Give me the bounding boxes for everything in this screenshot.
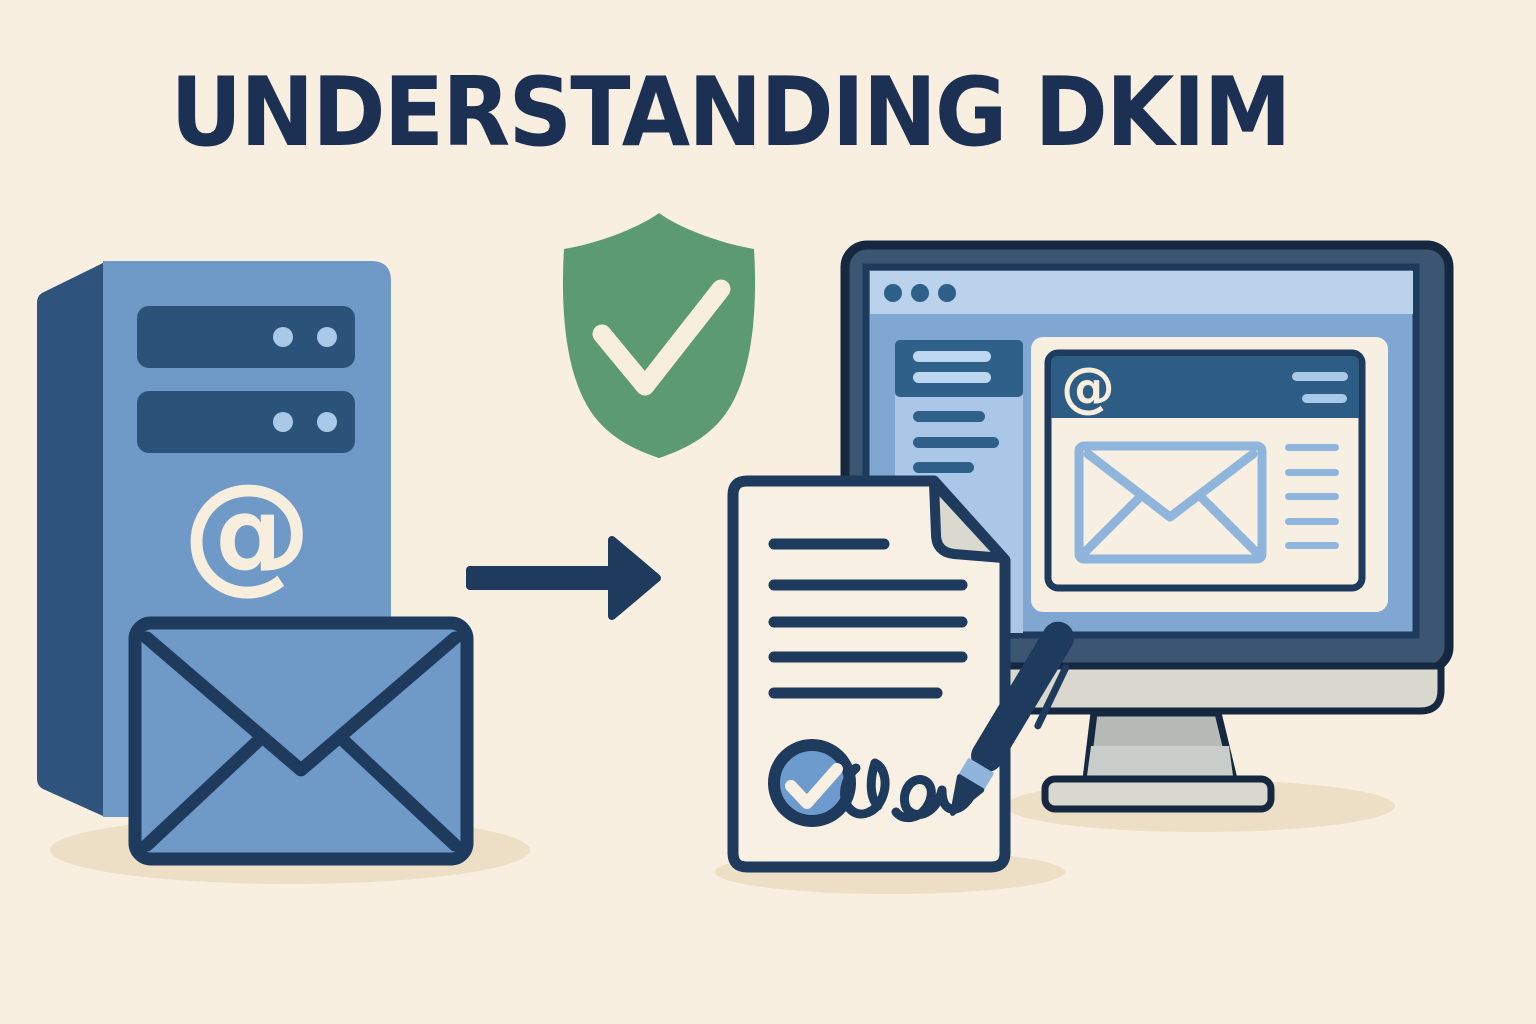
- envelope-folds: [1080, 491, 1261, 557]
- pen-tip: [950, 774, 985, 816]
- header-line: [1292, 372, 1348, 381]
- pen-clip: [1034, 664, 1070, 730]
- document-folded-corner: [929, 478, 1008, 563]
- envelope-body: [128, 616, 474, 866]
- window-dot: [911, 284, 929, 302]
- message-line: [1285, 542, 1339, 549]
- at-symbol-icon: @: [182, 455, 312, 607]
- signed-document-icon: [727, 475, 1011, 873]
- envelope-folds: [140, 734, 462, 852]
- shield-checkmark: [592, 279, 731, 396]
- at-symbol-icon: @: [1061, 356, 1115, 419]
- server-led: [273, 327, 293, 347]
- envelope-outline: [1074, 441, 1267, 564]
- sidebar-header-line: [913, 351, 991, 362]
- browser-titlebar: [870, 271, 1413, 314]
- sidebar-header-line: [913, 372, 991, 383]
- server-side-panel: [37, 263, 103, 816]
- message-line: [1285, 493, 1339, 500]
- badge-checkmark: [785, 763, 843, 809]
- server-led: [317, 412, 337, 432]
- server-led: [273, 412, 293, 432]
- server-led: [317, 327, 337, 347]
- email-card-header: [1051, 356, 1359, 418]
- server-drive-slot: [137, 391, 355, 453]
- document-text-lines: [768, 538, 968, 699]
- server-drive-slot: [137, 306, 355, 368]
- envelope-flap: [1083, 449, 1258, 522]
- message-line: [1285, 518, 1339, 525]
- arrow-right-icon: [466, 536, 661, 620]
- sidebar-menu-line: [913, 411, 985, 422]
- pen-grip-band: [956, 757, 995, 793]
- email-client-window-icon: @: [1031, 337, 1388, 612]
- pen-icon: [950, 621, 1075, 816]
- window-dot: [938, 284, 956, 302]
- shield-shape: [562, 213, 756, 458]
- monitor-stand-highlight: [1087, 746, 1233, 776]
- sidebar-menu-line: [913, 462, 974, 473]
- message-line: [1285, 444, 1339, 451]
- pen-body: [971, 621, 1075, 772]
- window-dot: [884, 284, 902, 302]
- browser-dots-icon: [884, 284, 956, 302]
- mail-envelope-icon: [128, 616, 474, 866]
- page-title: UNDERSTANDING DKIM: [170, 58, 1291, 168]
- sidebar-menu-line: [913, 437, 999, 448]
- envelope-flap: [140, 631, 462, 777]
- monitor-base: [1041, 775, 1275, 813]
- message-line: [1285, 469, 1339, 476]
- sidebar-header: [895, 340, 1023, 397]
- check-badge-icon: [768, 739, 856, 827]
- header-line: [1302, 394, 1347, 403]
- mail-envelope-icon: [1074, 441, 1267, 564]
- shield-check-icon: [562, 213, 756, 458]
